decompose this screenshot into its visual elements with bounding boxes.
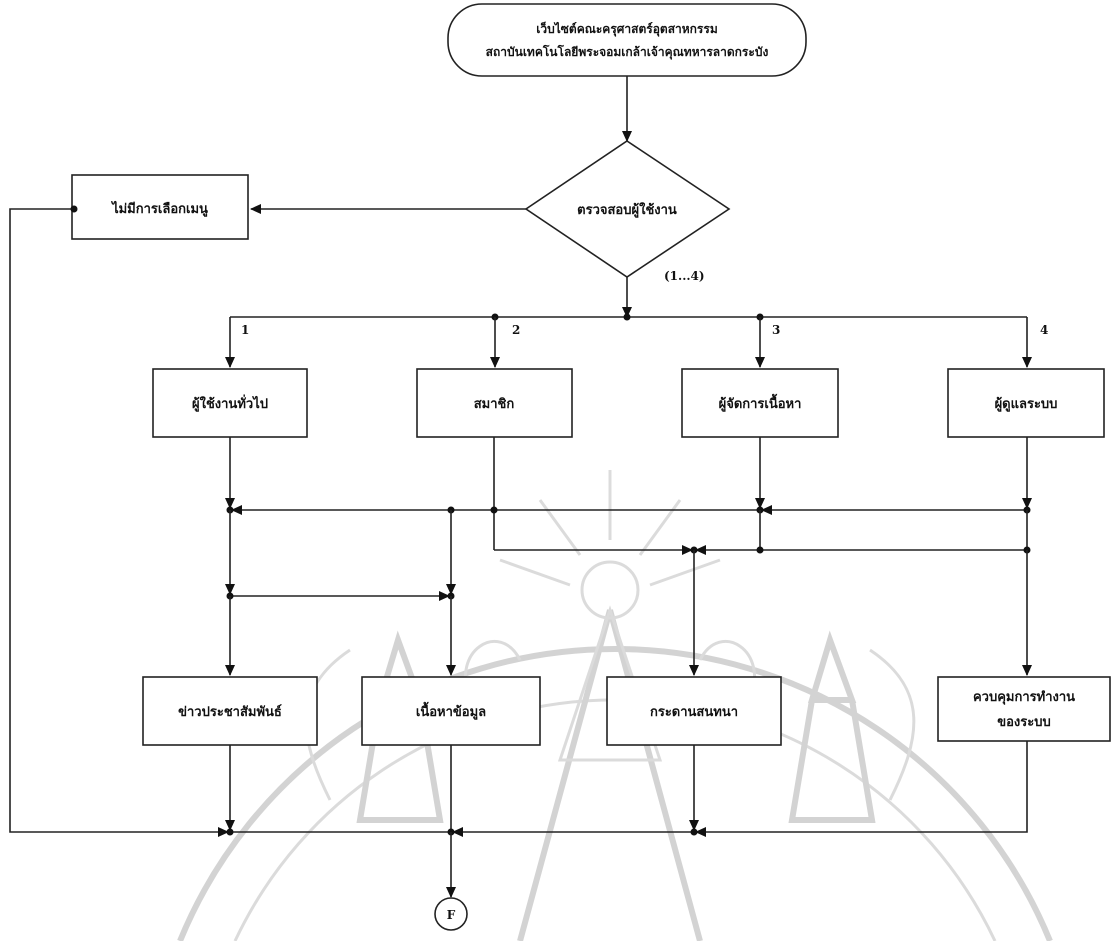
edge-nomenu-return bbox=[9, 208, 229, 837]
junction-dot bbox=[623, 313, 631, 321]
role-general-user-label: ผู้ใช้งานทั่วไป bbox=[192, 394, 268, 412]
start-title-line1: เว็บไซต์คณะครุศาสตร์อุตสาหกรรม bbox=[536, 21, 717, 37]
role-content-manager-box bbox=[681, 368, 839, 438]
role-admin-box bbox=[947, 368, 1105, 438]
role-admin-label: ผู้ดูแลระบบ bbox=[995, 396, 1058, 412]
edge-control-return bbox=[695, 741, 1028, 837]
function-content-label: เนื้อหาข้อมูล bbox=[416, 701, 486, 720]
connector-label: F bbox=[447, 908, 456, 922]
junction-dot bbox=[226, 828, 234, 836]
junction-dot bbox=[70, 205, 78, 213]
decision-label: ตรวจสอบผู้ใช้งาน bbox=[577, 201, 677, 218]
junction-dot bbox=[490, 506, 498, 514]
branch-number-3: 3 bbox=[772, 323, 780, 337]
function-content-box bbox=[361, 676, 541, 746]
junction-dot bbox=[756, 546, 764, 554]
function-board-label: กระดานสนทนา bbox=[650, 705, 738, 720]
off-page-connector bbox=[434, 897, 468, 931]
function-pr-box bbox=[142, 676, 318, 746]
role-member-box bbox=[416, 368, 573, 438]
decision-range-label: (1...4) bbox=[664, 269, 705, 283]
function-board-box bbox=[606, 676, 782, 746]
role-content-manager-label: ผู้จัดการเนื้อหา bbox=[719, 393, 802, 412]
branch-number-1: 1 bbox=[241, 323, 249, 337]
branch-number-4: 4 bbox=[1040, 323, 1048, 337]
function-control-label-line1: ควบคุมการทำงาน bbox=[973, 689, 1075, 705]
function-control-box bbox=[937, 676, 1111, 742]
function-control-label-line2: ของระบบ bbox=[997, 715, 1051, 730]
start-title-line2: สถาบันเทคโนโลยีพระจอมเกล้าเจ้าคุณทหารลาด… bbox=[486, 44, 769, 60]
start-terminator bbox=[447, 3, 807, 77]
branch-number-2: 2 bbox=[512, 323, 520, 337]
junction-dot bbox=[690, 828, 698, 836]
function-pr-label: ข่าวประชาสัมพันธ์ bbox=[178, 704, 282, 720]
no-menu-label: ไม่มีการเลือกเมนู bbox=[110, 200, 208, 217]
role-member-label: สมาชิก bbox=[474, 397, 515, 412]
